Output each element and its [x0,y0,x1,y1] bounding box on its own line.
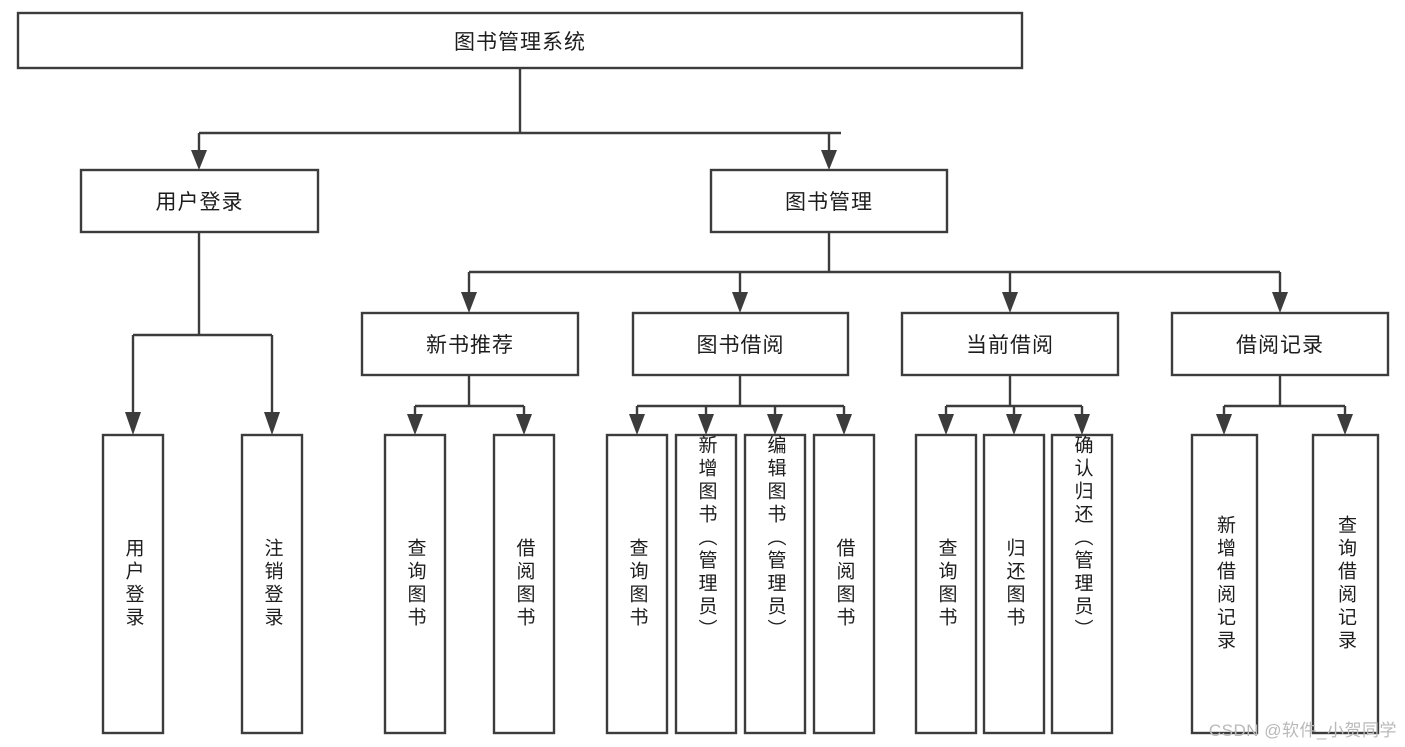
leaf-book-borrow-2[interactable] [743,433,807,735]
leaf-current-borrow-1[interactable] [982,433,1046,735]
connector-book-borrow-to-leaves [629,375,852,435]
leaf-new-book-1[interactable] [492,433,556,735]
connector-book-mgmt-to-level3 [461,232,1288,313]
leaf-current-borrow-2[interactable] [1050,433,1114,735]
leaf-book-borrow-0[interactable] [605,433,669,735]
node-root[interactable] [16,11,1024,70]
node-borrow-record[interactable] [1170,311,1390,377]
connector-borrow-record-to-leaves [1216,375,1353,435]
leaf-borrow-record-1[interactable] [1311,433,1380,735]
leaf-current-borrow-0[interactable] [914,433,978,735]
connector-new-book-to-leaves [407,375,532,435]
leaf-user-login-1[interactable] [240,433,304,735]
connector-current-borrow-to-leaves [938,375,1090,435]
leaf-book-borrow-3[interactable] [812,433,876,735]
node-book-management[interactable] [709,168,949,234]
node-user-login[interactable] [79,168,320,234]
connector-user-login-to-leaves [125,232,280,435]
connector-root-to-level2 [191,68,841,170]
node-current-borrow[interactable] [900,311,1120,377]
node-new-book-recommend[interactable] [360,311,580,377]
leaf-borrow-record-0[interactable] [1190,433,1259,735]
leaf-book-borrow-1[interactable] [674,433,738,735]
leaf-new-book-0[interactable] [383,433,447,735]
node-book-borrow[interactable] [631,311,850,377]
leaf-user-login-0[interactable] [101,433,165,735]
